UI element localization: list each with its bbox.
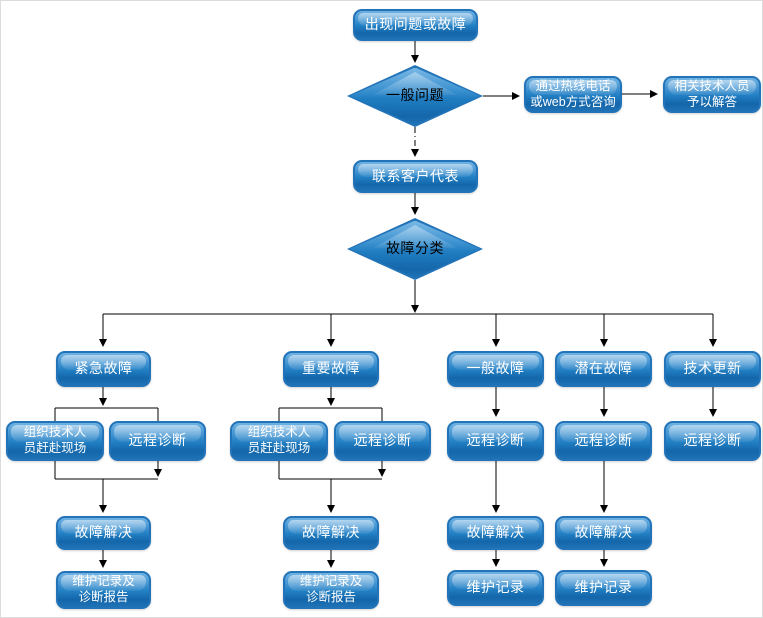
node-important-onsite-label: 组织技术人 员赶赴现场 bbox=[247, 425, 311, 455]
node-potential-remote: 远程诊断 bbox=[555, 421, 652, 461]
node-tech-update-label: 技术更新 bbox=[683, 360, 742, 377]
node-urgent-remote: 远程诊断 bbox=[109, 421, 206, 461]
node-contact-rep: 联系客户代表 bbox=[353, 160, 478, 193]
node-update-remote-label: 远程诊断 bbox=[683, 432, 742, 449]
node-hotline: 通过热线电话 或web方式咨询 bbox=[524, 76, 622, 113]
node-potential-record: 维护记录 bbox=[555, 570, 652, 606]
node-start: 出现问题或故障 bbox=[353, 9, 478, 41]
node-potential-remote-label: 远程诊断 bbox=[574, 432, 633, 449]
node-important-remote: 远程诊断 bbox=[334, 421, 431, 461]
node-urgent-record-label: 维护记录及 诊断报告 bbox=[72, 574, 135, 604]
node-urgent: 紧急故障 bbox=[56, 351, 151, 387]
node-important-record-label: 维护记录及 诊断报告 bbox=[299, 574, 363, 604]
node-urgent-remote-label: 远程诊断 bbox=[128, 432, 187, 449]
node-urgent-label: 紧急故障 bbox=[74, 360, 133, 377]
node-important-resolve-label: 故障解决 bbox=[302, 524, 360, 541]
node-general-question: 一般问题 bbox=[347, 65, 483, 127]
node-urgent-resolve-label: 故障解决 bbox=[74, 524, 133, 541]
node-tech-update: 技术更新 bbox=[664, 351, 761, 387]
node-general-question-label: 一般问题 bbox=[386, 87, 444, 104]
node-general-fault-label: 一般故障 bbox=[466, 360, 525, 377]
node-potential-label: 潜在故障 bbox=[574, 360, 633, 377]
node-potential: 潜在故障 bbox=[555, 351, 652, 387]
node-tech-answer-label: 相关技术人员 予以解答 bbox=[674, 78, 750, 109]
node-important-resolve: 故障解决 bbox=[283, 516, 379, 550]
node-urgent-record: 维护记录及 诊断报告 bbox=[56, 571, 151, 609]
node-important-remote-label: 远程诊断 bbox=[353, 432, 412, 449]
node-general-remote-label: 远程诊断 bbox=[466, 432, 525, 449]
node-general-fault: 一般故障 bbox=[447, 351, 544, 387]
node-important-record: 维护记录及 诊断报告 bbox=[283, 571, 379, 609]
node-contact-rep-label: 联系客户代表 bbox=[372, 167, 459, 184]
node-important-label: 重要故障 bbox=[302, 360, 360, 377]
node-potential-resolve-label: 故障解决 bbox=[574, 524, 633, 541]
node-urgent-onsite-label: 组织技术人 员赶赴现场 bbox=[23, 425, 87, 455]
node-urgent-onsite: 组织技术人 员赶赴现场 bbox=[6, 421, 104, 461]
node-general-record: 维护记录 bbox=[447, 570, 544, 606]
node-fault-classify: 故障分类 bbox=[347, 218, 483, 280]
node-potential-resolve: 故障解决 bbox=[555, 516, 652, 550]
node-important-onsite: 组织技术人 员赶赴现场 bbox=[230, 421, 328, 461]
node-tech-answer: 相关技术人员 予以解答 bbox=[663, 76, 761, 113]
node-general-resolve-label: 故障解决 bbox=[466, 524, 525, 541]
node-hotline-label: 通过热线电话 或web方式咨询 bbox=[530, 78, 616, 109]
node-general-record-label: 维护记录 bbox=[466, 579, 525, 596]
node-urgent-resolve: 故障解决 bbox=[56, 516, 151, 550]
node-update-remote: 远程诊断 bbox=[664, 421, 761, 461]
node-fault-classify-label: 故障分类 bbox=[386, 240, 444, 257]
node-general-resolve: 故障解决 bbox=[447, 516, 544, 550]
node-start-label: 出现问题或故障 bbox=[364, 16, 467, 33]
node-potential-record-label: 维护记录 bbox=[574, 579, 633, 596]
node-important: 重要故障 bbox=[283, 351, 379, 387]
node-general-remote: 远程诊断 bbox=[447, 421, 544, 461]
